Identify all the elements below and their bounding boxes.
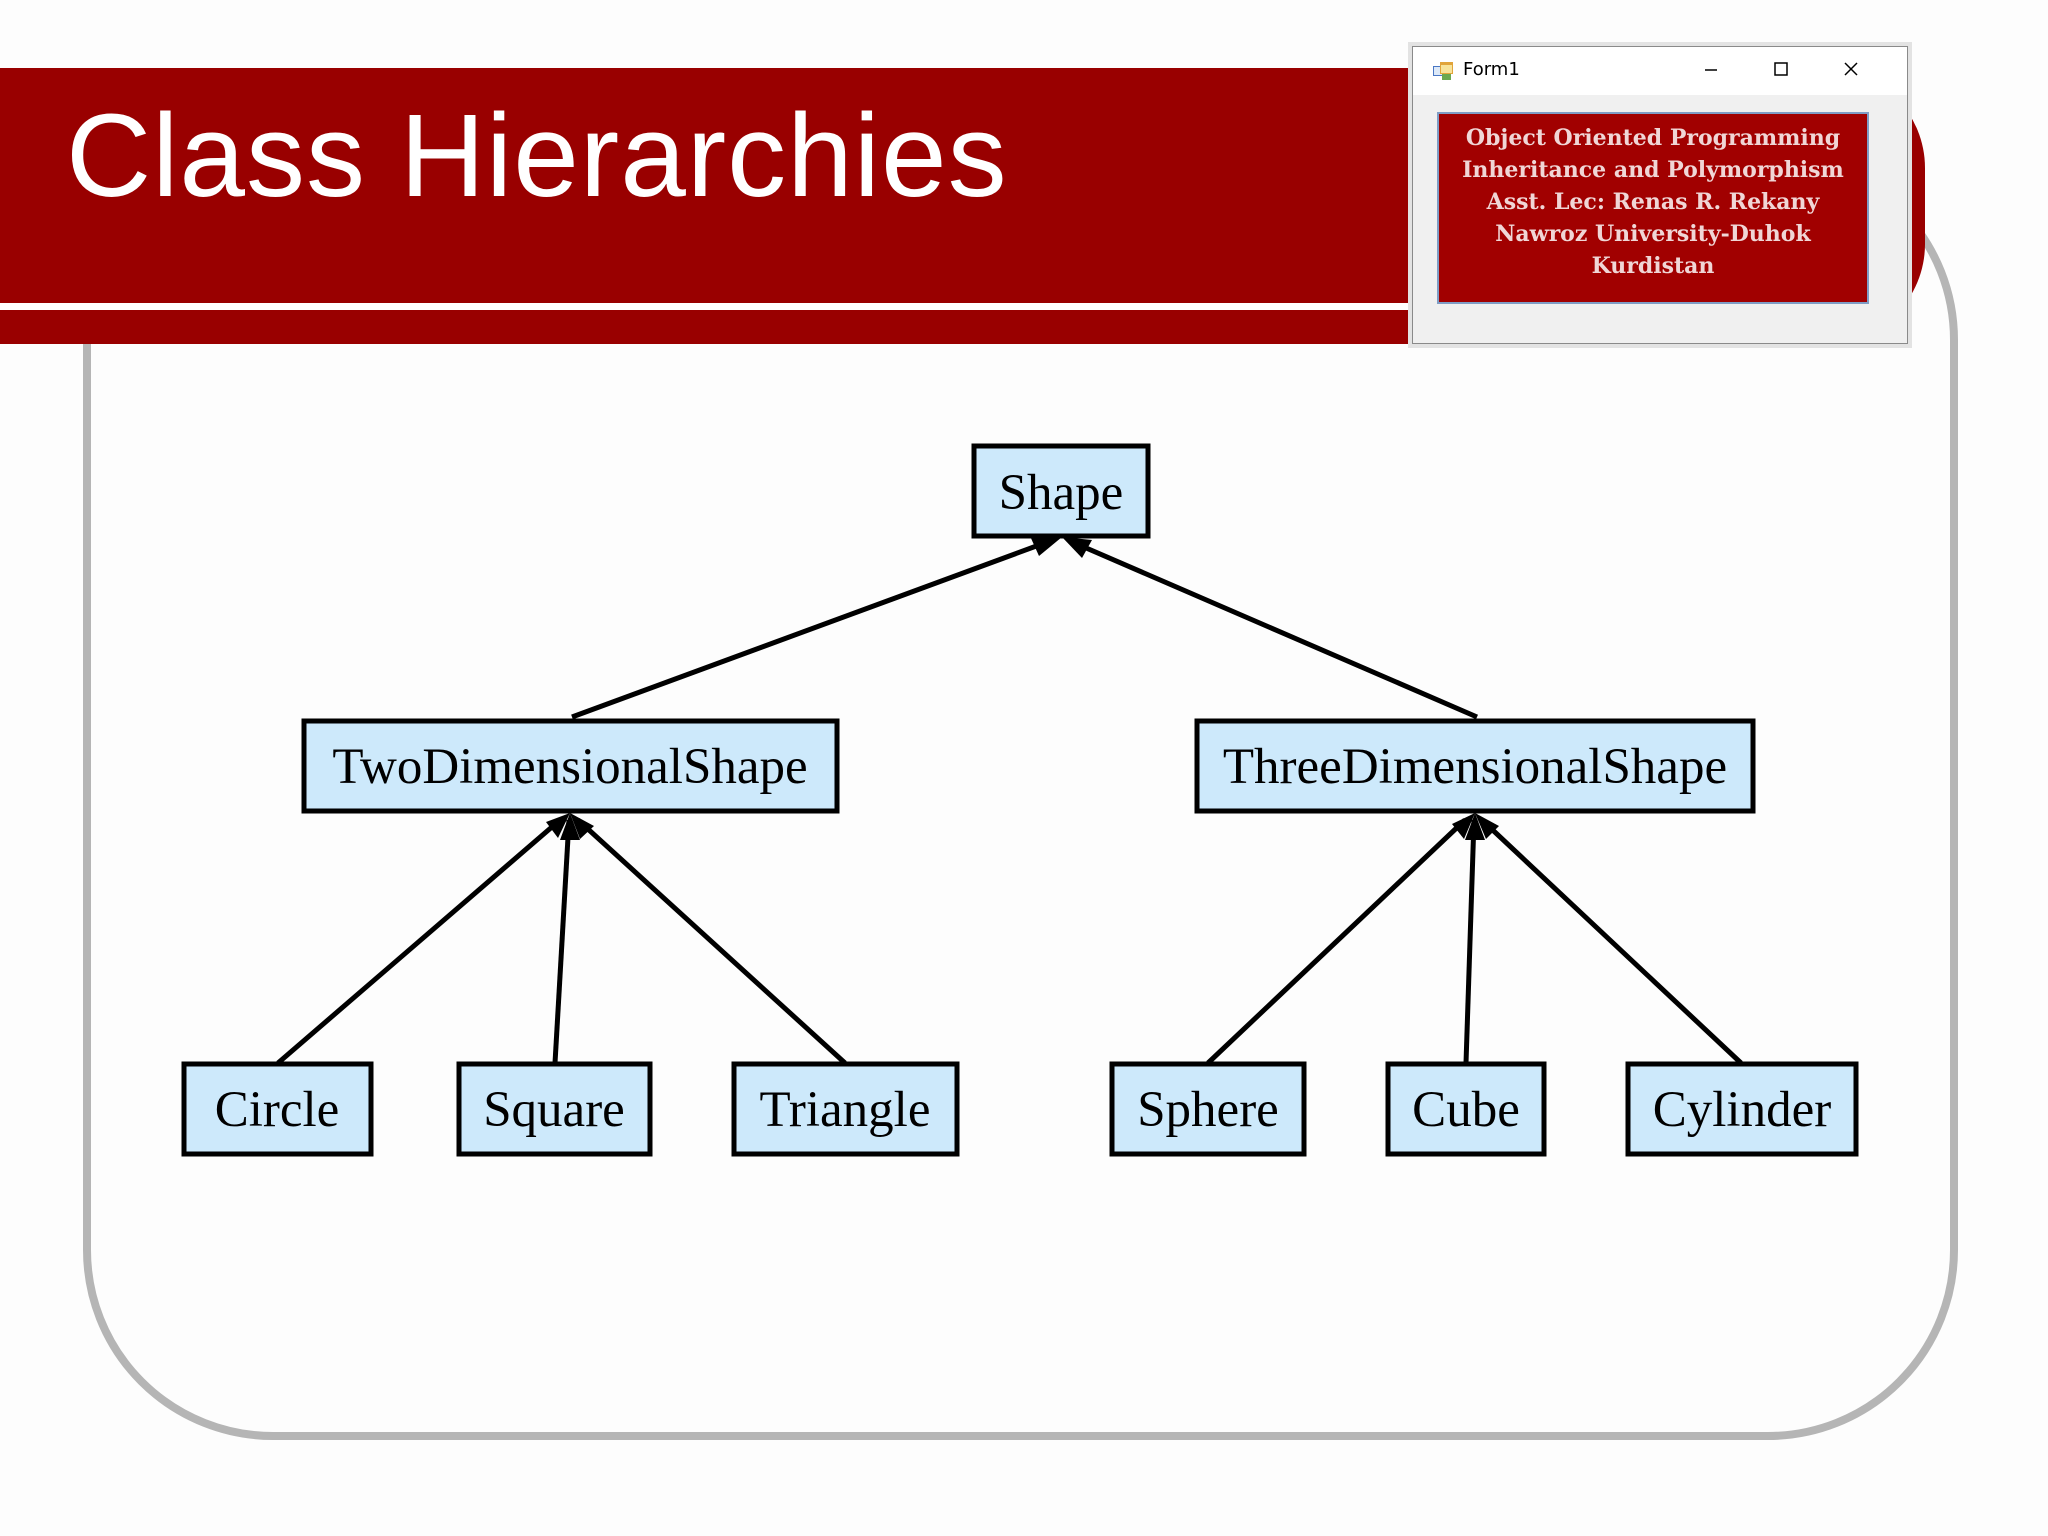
node-label-three-dimensional-shape: ThreeDimensionalShape [1223, 739, 1727, 795]
node-shape: Shape [971, 443, 1151, 539]
maximize-button[interactable] [1747, 47, 1815, 91]
minimize-icon [1705, 69, 1717, 71]
arrowheads-layer [546, 536, 1499, 840]
info-line-lecturer: Asst. Lec: Renas R. Rekany [1486, 189, 1820, 215]
edge-square-to-two-dimensional-shape [552, 819, 572, 1064]
edge-two-dimensional-shape-to-shape [571, 538, 1051, 720]
node-label-sphere: Sphere [1137, 1082, 1279, 1138]
window-title: Form1 [1463, 59, 1520, 80]
node-label-cube: Cube [1412, 1082, 1520, 1138]
node-label-circle: Circle [215, 1082, 340, 1138]
node-sphere: Sphere [1109, 1061, 1307, 1157]
node-square: Square [456, 1061, 653, 1157]
node-label-two-dimensional-shape: TwoDimensionalShape [332, 739, 807, 795]
node-cylinder: Cylinder [1625, 1061, 1859, 1157]
edge-three-dimensional-shape-to-shape [1069, 538, 1478, 720]
nodes-layer: Shape TwoDimensionalShape ThreeDimension… [181, 443, 1859, 1157]
info-line-university: Nawroz University-Duhok [1495, 221, 1811, 247]
arrowhead-two-dimensional-shape-left [546, 813, 570, 838]
node-label-square: Square [483, 1082, 625, 1138]
slide-title: Class Hierarchies [66, 90, 1008, 222]
edge-cube-to-three-dimensional-shape [1463, 819, 1477, 1064]
arrowhead-shape-left [1030, 536, 1062, 556]
info-line-topic: Inheritance and Polymorphism [1462, 157, 1844, 183]
arrowhead-two-dimensional-shape-right [570, 813, 594, 839]
arrowhead-three-dimensional-shape-right [1475, 813, 1499, 839]
node-label-shape: Shape [999, 465, 1124, 521]
node-label-triangle: Triangle [760, 1082, 931, 1138]
node-two-dimensional-shape: TwoDimensionalShape [301, 718, 840, 814]
arrowhead-three-dimensional-shape-mid [1465, 813, 1485, 840]
node-cube: Cube [1385, 1061, 1547, 1157]
info-line-region: Kurdistan [1591, 253, 1715, 279]
info-line-course: Object Oriented Programming [1465, 125, 1841, 151]
edges-layer [276, 538, 1743, 1065]
window-titlebar[interactable]: Form1 [1413, 47, 1907, 95]
form-info-panel: Object Oriented Programming Inheritance … [1437, 112, 1869, 304]
arrowhead-three-dimensional-shape-left [1452, 813, 1475, 839]
node-three-dimensional-shape: ThreeDimensionalShape [1194, 718, 1756, 814]
edge-cylinder-to-three-dimensional-shape [1480, 818, 1743, 1065]
node-label-cylinder: Cylinder [1653, 1082, 1831, 1138]
maximize-icon [1774, 62, 1788, 76]
form-app-icon [1433, 62, 1453, 80]
node-circle: Circle [181, 1061, 374, 1157]
arrowhead-two-dimensional-shape-mid [560, 813, 580, 840]
node-triangle: Triangle [731, 1061, 960, 1157]
form-window[interactable]: Form1 Object Oriented Programming Inheri… [1412, 46, 1908, 344]
title-band-divider [0, 303, 1900, 310]
minimize-button[interactable] [1677, 47, 1745, 91]
close-button[interactable] [1817, 47, 1885, 91]
close-icon [1844, 62, 1858, 76]
edge-circle-to-two-dimensional-shape [276, 818, 562, 1065]
edge-sphere-to-three-dimensional-shape [1206, 818, 1467, 1065]
edge-triangle-to-two-dimensional-shape [576, 818, 847, 1065]
arrowhead-shape-right [1062, 537, 1092, 558]
